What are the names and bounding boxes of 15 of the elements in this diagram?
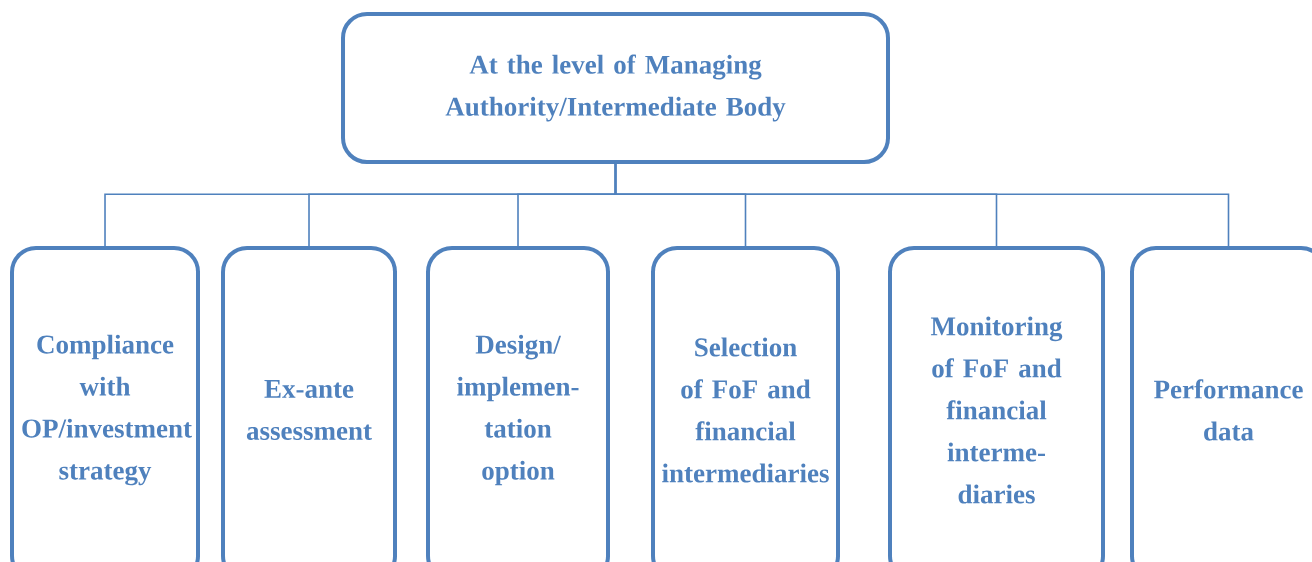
- connector-line: [614, 161, 1230, 249]
- category-box: [1130, 246, 1312, 562]
- category-box: [888, 246, 1105, 562]
- category-box: [221, 246, 397, 562]
- node-label: Ex-ante assessment: [246, 380, 372, 440]
- category-box: [426, 246, 610, 562]
- category-box: [651, 246, 840, 562]
- category-box: [10, 246, 200, 562]
- node-label: Selection of FoF and financial intermediaries: [662, 337, 829, 483]
- node-label: Performance data: [1154, 379, 1303, 441]
- node-label: Monitoring of FoF and financial interme-diaries: [930, 316, 1063, 504]
- node-label: At the level of Managing Authority/Intermediate Body: [445, 54, 786, 122]
- node-label: Compliance with OP/investment strategy: [22, 334, 192, 486]
- heading-box: [341, 12, 890, 164]
- node-label: Design/ implemen-tation option: [457, 334, 579, 486]
